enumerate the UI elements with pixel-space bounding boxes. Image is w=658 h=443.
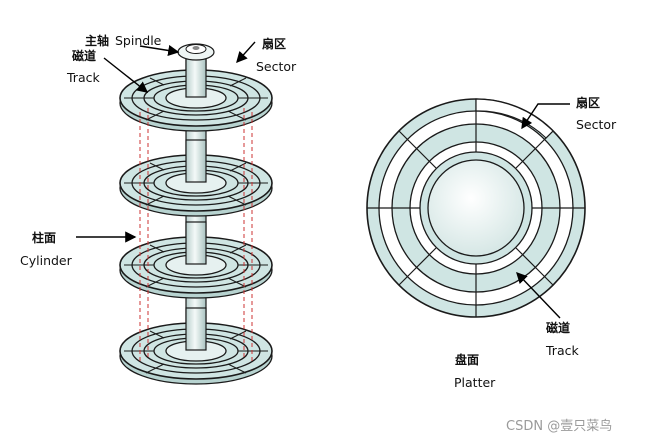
platter-stack — [119, 43, 273, 385]
platter-label-en: Platter — [454, 375, 496, 390]
sector-callout: 扇区 Sector — [236, 36, 297, 74]
platter-2 — [119, 139, 273, 217]
cylinder-callout: 柱面 Cylinder — [20, 230, 137, 268]
platter-callout: 盘面 Platter — [454, 352, 496, 390]
right-sector-label-zh: 扇区 — [576, 95, 600, 110]
track-label-zh: 磁道 — [71, 48, 96, 63]
track-label-en: Track — [66, 70, 100, 85]
cylinder-label-zh: 柱面 — [32, 230, 56, 245]
right-track-label-zh: 磁道 — [545, 320, 570, 335]
right-track-label-en: Track — [545, 343, 579, 358]
platter-3 — [119, 221, 273, 299]
platter-label-zh: 盘面 — [455, 352, 479, 367]
spindle-label-zh: 主轴 — [85, 33, 109, 48]
platter-4 — [119, 307, 273, 385]
platter-1 — [119, 51, 273, 132]
spindle-callout: 主轴 Spindle — [85, 33, 180, 57]
track-callout: 磁道 Track — [66, 48, 149, 93]
sector-label-zh: 扇区 — [262, 36, 286, 51]
sector-label-en: Sector — [256, 59, 297, 74]
spindle-cap — [177, 43, 215, 61]
right-track-callout: 磁道 Track — [516, 271, 579, 358]
spindle-label-en: Spindle — [115, 33, 162, 48]
watermark: CSDN @壹只菜鸟 — [506, 418, 612, 434]
platter-hub — [427, 159, 525, 257]
platter-top-view — [366, 98, 586, 318]
right-sector-label-en: Sector — [576, 117, 617, 132]
highlighted-sector — [475, 98, 554, 139]
cylinder-label-en: Cylinder — [20, 253, 73, 268]
right-sector-callout: 扇区 Sector — [521, 95, 617, 132]
